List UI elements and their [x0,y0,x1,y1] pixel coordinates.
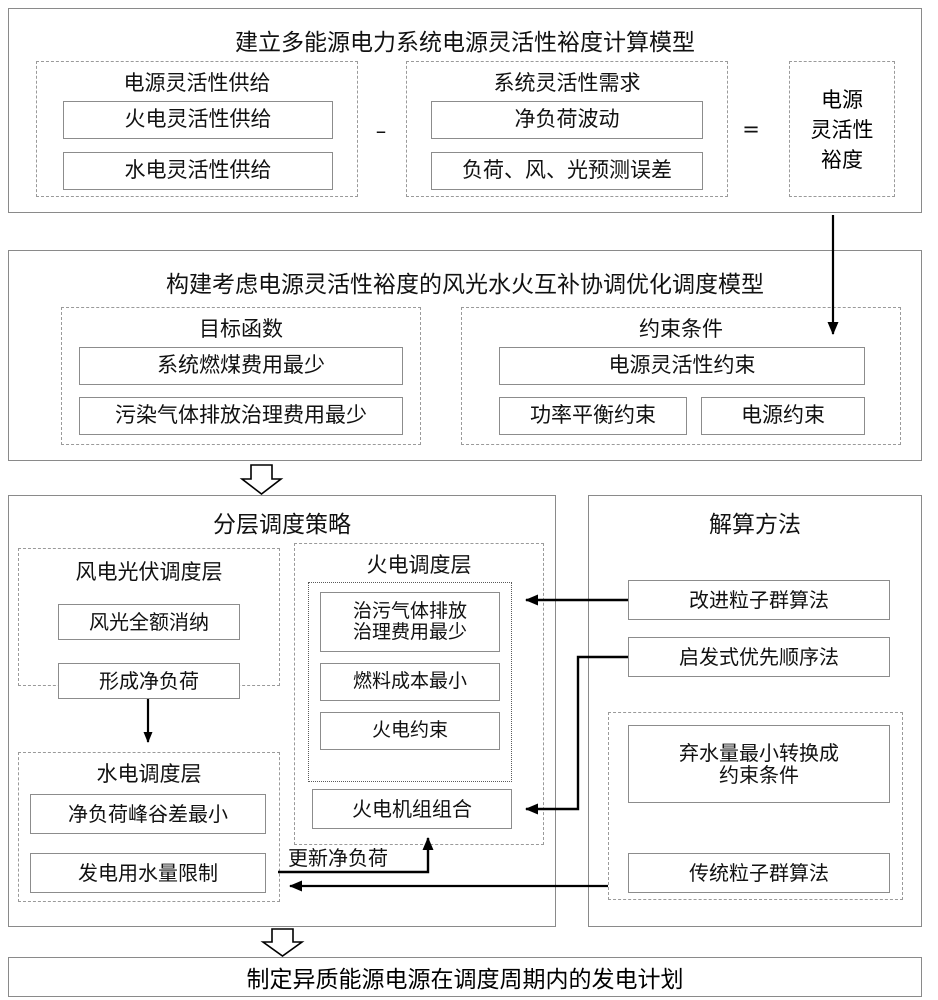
thermal-item-constraint[interactable]: 火电约束 [320,712,500,750]
section-3-right-title: 解算方法 [709,512,801,538]
supply-group-title: 电源灵活性供给 [123,71,271,95]
objective-group-title: 目标函数 [199,317,283,341]
demand-group [406,61,728,197]
section-2-title: 构建考虑电源灵活性裕度的风光水火互补协调优化调度模型 [166,272,764,298]
thermal-item-emission-cost-line-2: 治理费用最少 [352,621,467,643]
constraint-group-title: 约束条件 [639,317,723,341]
section-4-container: 制定异质能源电源在调度周期内的发电计划 [8,957,922,997]
hydro-item-peak-valley[interactable]: 净负荷峰谷差最小 [30,794,266,834]
thermal-item-emission-cost-line-1: 治污气体排放 [352,599,467,622]
result-line-2: 灵活性 [810,118,874,142]
wind-pv-item-full-consumption[interactable]: 风光全额消纳 [58,604,240,640]
solver-item-traditional-pso[interactable]: 传统粒子群算法 [628,853,890,893]
thermal-item-emission-cost[interactable]: 治污气体排放 治理费用最少 [320,592,500,652]
section-4-title: 制定异质能源电源在调度周期内的发电计划 [246,967,684,993]
flexibility-margin-result[interactable]: 电源 灵活性 裕度 [789,61,895,197]
minus-operator: – [375,119,387,143]
result-line-1: 电源 [821,88,863,112]
update-netload-label: 更新净负荷 [288,846,388,870]
block-arrow-section3-to-section4 [260,928,305,957]
thermal-objectives-group [308,582,512,782]
equals-operator: = [742,117,760,141]
constraint-item-power-balance[interactable]: 功率平衡约束 [499,397,687,435]
hydro-item-water-limit[interactable]: 发电用水量限制 [30,853,266,893]
demand-group-title: 系统灵活性需求 [493,71,641,95]
section-2-container: 构建考虑电源灵活性裕度的风光水火互补协调优化调度模型 目标函数 系统燃煤费用最少… [8,250,922,461]
supply-item-hydro[interactable]: 水电灵活性供给 [63,152,333,190]
block-arrow-section2-to-section3 [239,464,284,496]
supply-group [36,61,358,197]
solver-item-improved-pso[interactable]: 改进粒子群算法 [628,580,890,620]
solver-item-spillage-constraint-line-2: 约束条件 [719,763,799,787]
solver-item-heuristic-priority[interactable]: 启发式优先顺序法 [628,637,890,677]
result-line-3: 裕度 [821,148,863,172]
objective-group [61,307,421,445]
solver-item-spillage-constraint-line-1: 弃水量最小转换成 [679,740,839,765]
wind-pv-item-form-netload[interactable]: 形成净负荷 [58,663,240,699]
hydro-layer-group [18,752,280,902]
section-3-left-title: 分层调度策略 [213,512,351,538]
hydro-layer-title: 水电调度层 [96,762,202,786]
objective-item-coal-cost[interactable]: 系统燃煤费用最少 [79,347,403,385]
demand-item-netload-fluctuation[interactable]: 净负荷波动 [431,101,703,139]
constraint-item-flexibility[interactable]: 电源灵活性约束 [499,347,865,385]
constraint-group [461,307,901,445]
section-1-title: 建立多能源电力系统电源灵活性裕度计算模型 [235,30,695,56]
thermal-unit-commitment[interactable]: 火电机组组合 [312,789,512,829]
constraint-item-source[interactable]: 电源约束 [701,397,865,435]
demand-item-forecast-error[interactable]: 负荷、风、光预测误差 [431,152,703,190]
thermal-layer-title: 火电调度层 [366,553,472,577]
wind-pv-layer-title: 风电光伏调度层 [75,560,223,584]
supply-item-thermal[interactable]: 火电灵活性供给 [63,101,333,139]
thermal-item-fuel-cost[interactable]: 燃料成本最小 [320,663,500,701]
solver-item-spillage-constraint[interactable]: 弃水量最小转换成 约束条件 [628,725,890,803]
objective-item-emission-cost[interactable]: 污染气体排放治理费用最少 [79,397,403,435]
section-1-container: 建立多能源电力系统电源灵活性裕度计算模型 电源灵活性供给 火电灵活性供给 水电灵… [8,8,922,213]
